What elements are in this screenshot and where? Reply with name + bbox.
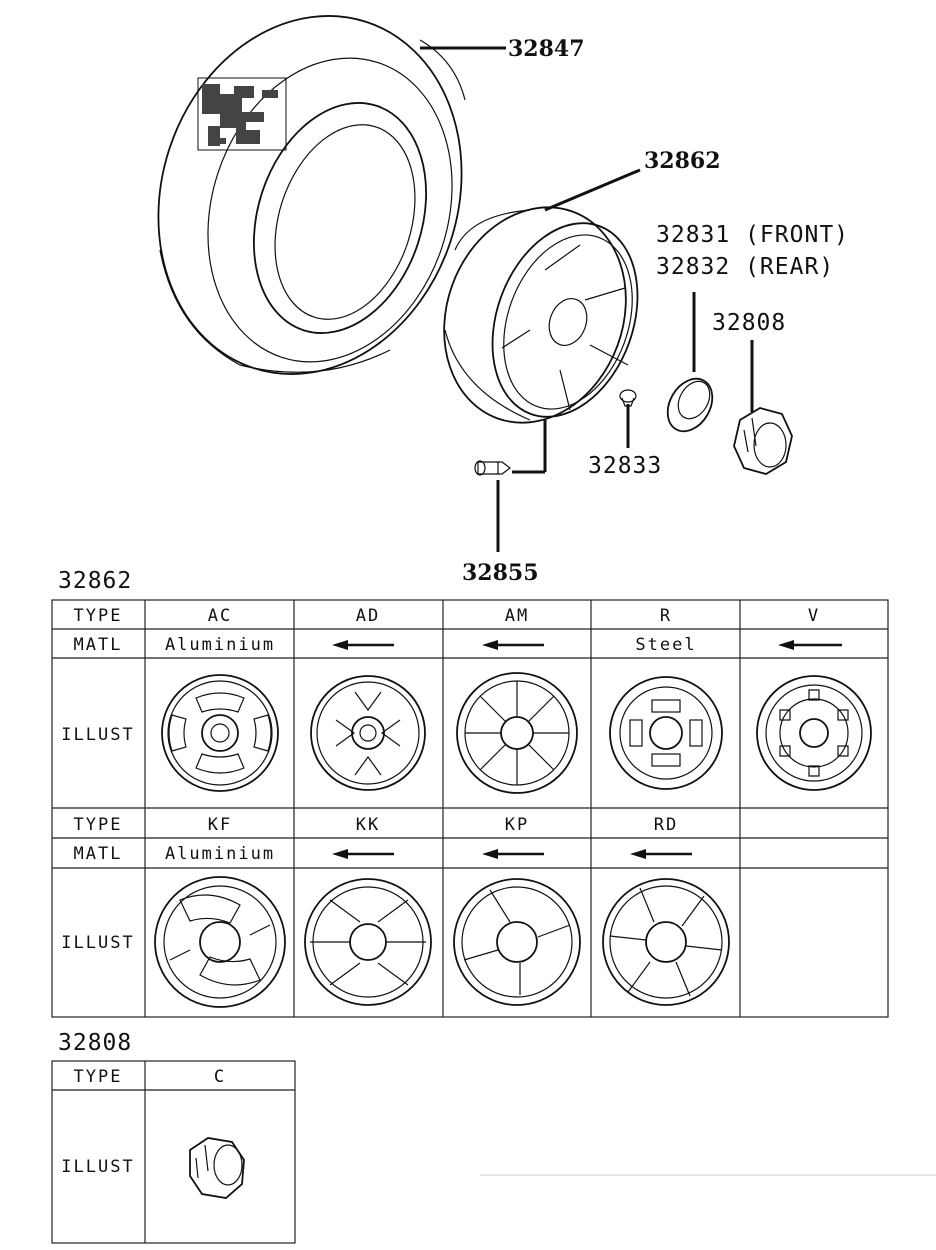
wheel-illustration <box>443 206 639 424</box>
wheel-ad-illustration <box>310 675 426 791</box>
callout-tire: 32847 <box>508 36 585 62</box>
wheel-am-illustration <box>456 672 578 794</box>
row-label-matl-1: MATL <box>74 635 123 655</box>
nut-row-label-illust: ILLUST <box>61 1157 134 1177</box>
same-as-arrow <box>332 849 394 859</box>
row-label-illust-1: ILLUST <box>61 725 134 745</box>
wheel-kf-illustration <box>154 876 286 1008</box>
wheel-table-grid <box>51 599 889 1018</box>
callout-nut: 32808 <box>712 310 786 336</box>
plug-illustration <box>619 389 637 407</box>
row-label-matl-2: MATL <box>74 844 123 864</box>
same-as-arrow <box>778 640 842 650</box>
type-cell: AC <box>208 606 232 626</box>
nut-type-cell: C <box>214 1067 226 1087</box>
nut-c-illustration <box>189 1137 245 1199</box>
wheel-r-illustration <box>609 676 723 790</box>
type-cell: AM <box>505 606 529 626</box>
type-cell: AD <box>356 606 380 626</box>
nut-table-grid <box>51 1060 296 1244</box>
type-cell: RD <box>654 815 678 835</box>
type-cell: R <box>660 606 672 626</box>
row-label-illust-2: ILLUST <box>61 933 134 953</box>
same-as-arrow <box>482 640 544 650</box>
matl-cell: Steel <box>635 635 696 655</box>
callout-wheel: 32862 <box>644 148 721 174</box>
nut-row-label-type: TYPE <box>74 1067 123 1087</box>
hub-cap-illustration <box>666 377 714 433</box>
wheel-ac-illustration <box>161 674 279 792</box>
tire-illustration <box>157 15 466 375</box>
wheel-v-illustration <box>756 675 872 791</box>
callout-valve: 32855 <box>462 560 539 586</box>
valve-illustration <box>474 460 511 476</box>
wheel-rd-illustration <box>602 878 730 1006</box>
row-label-type-1: TYPE <box>74 606 123 626</box>
wheel-table-title: 32862 <box>58 568 132 594</box>
same-as-arrow <box>630 849 692 859</box>
tire-sidewall-text-graphic <box>197 77 287 151</box>
same-as-arrow <box>332 640 394 650</box>
nut-table-title: 32808 <box>58 1030 132 1056</box>
callout-cap-rear: 32832 (REAR) <box>656 254 834 280</box>
matl-cell: Aluminium <box>165 844 275 864</box>
type-cell: KF <box>208 815 232 835</box>
callout-cap-front: 32831 (FRONT) <box>656 222 849 248</box>
row-label-type-2: TYPE <box>74 815 123 835</box>
wheel-kp-illustration <box>453 878 581 1006</box>
nut-illustration <box>733 407 793 475</box>
wheel-kk-illustration <box>304 878 432 1006</box>
callout-plug: 32833 <box>588 453 662 479</box>
type-cell: KP <box>505 815 529 835</box>
matl-cell: Aluminium <box>165 635 275 655</box>
leader-lines <box>420 46 754 552</box>
type-cell: KK <box>356 815 380 835</box>
type-cell: V <box>808 606 820 626</box>
same-as-arrow <box>482 849 544 859</box>
